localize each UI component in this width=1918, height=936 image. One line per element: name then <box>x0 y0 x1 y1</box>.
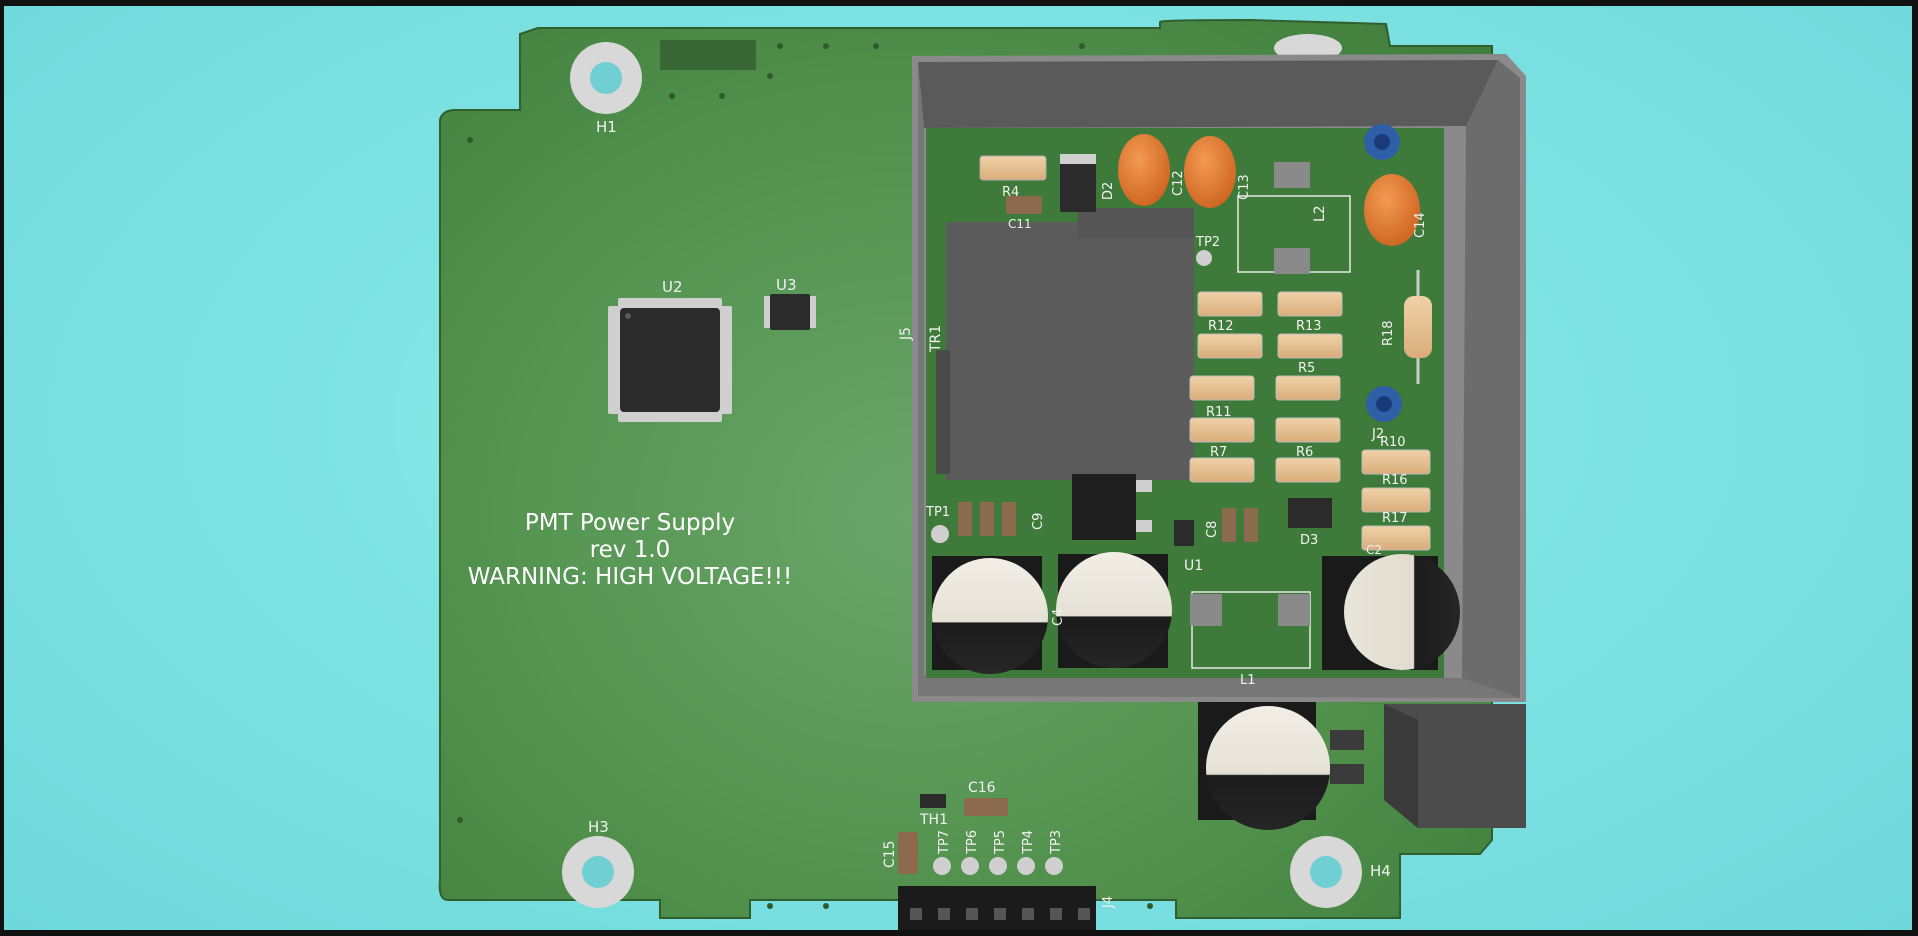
vias <box>457 43 1153 909</box>
capacitor-c15 <box>898 832 918 874</box>
label-c13: C13 <box>1237 174 1252 200</box>
label-tp4: TP4 <box>1021 830 1036 855</box>
label-c12: C12 <box>1171 170 1186 196</box>
label-r16: R16 <box>1382 473 1408 488</box>
jack-j2 <box>1366 386 1402 422</box>
label-j4: J4 <box>1101 896 1116 909</box>
thermistor-th1 <box>920 794 946 808</box>
label-c14: C14 <box>1413 212 1428 238</box>
smd-caps-row <box>958 502 1258 542</box>
resistor-r4 <box>979 155 1047 181</box>
label-h3: H3 <box>588 818 609 836</box>
jack-j1 <box>1364 124 1400 160</box>
label-r7: R7 <box>1210 445 1227 460</box>
label-tp6: TP6 <box>965 830 980 855</box>
label-c16: C16 <box>968 780 996 796</box>
label-tp5: TP5 <box>993 830 1008 855</box>
capacitor-c11 <box>1006 196 1042 214</box>
capacitor-c13 <box>1184 136 1236 208</box>
label-tp1: TP1 <box>925 505 950 520</box>
smd-part-2 <box>1330 764 1364 784</box>
diode-d2 <box>1060 154 1096 212</box>
capacitor-c16 <box>964 798 1008 816</box>
label-r5: R5 <box>1298 361 1315 376</box>
inductor-l2 <box>1237 162 1351 274</box>
label-r13: R13 <box>1296 319 1322 334</box>
mount-hole-h3 <box>562 836 634 908</box>
board-title-line-2: rev 1.0 <box>590 537 671 563</box>
label-r6: R6 <box>1296 445 1313 460</box>
label-c9: C9 <box>1031 513 1046 530</box>
label-d3: D3 <box>1300 533 1318 548</box>
transformer-tr1 <box>936 208 1194 480</box>
ic-u2 <box>608 298 732 422</box>
label-c11: C11 <box>1008 217 1032 231</box>
label-j5: J5 <box>898 327 914 341</box>
label-tr1: TR1 <box>928 325 944 353</box>
inductor-l1 <box>1190 591 1311 669</box>
label-u1: U1 <box>1184 558 1203 574</box>
label-u2: U2 <box>662 278 683 296</box>
connector-block <box>1384 704 1526 828</box>
mount-hole-h1 <box>570 42 642 114</box>
label-h1: H1 <box>596 118 617 136</box>
electrolytic-cap-c2 <box>1322 554 1460 670</box>
label-r11: R11 <box>1206 405 1232 420</box>
electrolytic-cap-1 <box>932 556 1048 674</box>
smd-part-1 <box>1330 730 1364 750</box>
label-tp7: TP7 <box>937 830 952 855</box>
label-l2: L2 <box>1312 205 1328 222</box>
resistor-r18 <box>1404 270 1432 384</box>
label-h4: H4 <box>1370 862 1391 880</box>
label-r17: R17 <box>1382 511 1408 526</box>
label-r12: R12 <box>1208 319 1234 334</box>
label-c8: C8 <box>1205 521 1220 538</box>
label-c4: C4 <box>1051 609 1066 626</box>
label-u3: U3 <box>776 276 797 294</box>
resistor-bank <box>1189 291 1431 551</box>
capacitor-c12 <box>1118 134 1170 206</box>
label-tp2: TP2 <box>1195 235 1220 250</box>
label-tp3: TP3 <box>1049 830 1064 855</box>
label-d2: D2 <box>1101 182 1116 200</box>
label-th1: TH1 <box>919 812 948 828</box>
label-r18: R18 <box>1381 320 1396 346</box>
capacitor-c14 <box>1364 174 1420 246</box>
diode-d3 <box>1288 498 1332 528</box>
ic-u1 <box>1072 474 1194 546</box>
ic-u3 <box>764 294 816 330</box>
test-point-row <box>933 857 1063 875</box>
label-c2: C2 <box>1366 543 1382 557</box>
electrolytic-cap-c4 <box>1056 552 1172 668</box>
label-c15: C15 <box>882 840 898 868</box>
board-warning-line: WARNING: HIGH VOLTAGE!!! <box>468 564 792 590</box>
label-j2: J2 <box>1371 427 1384 442</box>
label-l1: L1 <box>1240 673 1256 688</box>
board-title-line-1: PMT Power Supply <box>525 510 735 536</box>
label-r10: R10 <box>1380 435 1406 450</box>
connector-j4 <box>898 886 1096 930</box>
electrolytic-cap-external <box>1198 702 1330 830</box>
mount-hole-h4 <box>1290 836 1362 908</box>
